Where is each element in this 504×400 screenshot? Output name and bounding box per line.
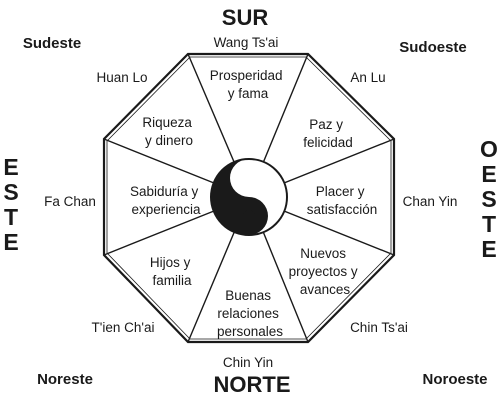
direction-south: SUR bbox=[222, 5, 269, 30]
west-letter: O bbox=[480, 136, 498, 162]
sector-wealth: Riqueza y dinero bbox=[142, 115, 195, 148]
direction-north: NORTE bbox=[214, 372, 291, 397]
direction-southeast: Sudeste bbox=[23, 35, 81, 52]
outer-label-left: Fa Chan bbox=[44, 194, 96, 209]
sector-pleasure: Placer y satisfacción bbox=[307, 184, 378, 217]
east-letter: E bbox=[3, 154, 18, 180]
sector-peace: Paz y felicidad bbox=[303, 117, 353, 150]
direction-east: E S T E bbox=[3, 154, 18, 255]
sector-new-projects: Nuevos proyectos y avances bbox=[289, 246, 362, 297]
direction-southwest: Sudoeste bbox=[399, 39, 467, 56]
outer-label-bottom-right: Chin Ts'ai bbox=[350, 320, 408, 335]
yin-yang-icon bbox=[210, 158, 288, 236]
west-letter: E bbox=[481, 236, 496, 262]
outer-label-right: Chan Yin bbox=[403, 194, 458, 209]
outer-label-bottom: Chin Yin bbox=[223, 355, 273, 370]
bagua-octagon-inner bbox=[106, 56, 392, 340]
outer-label-top-left: Huan Lo bbox=[96, 70, 147, 85]
east-letter: S bbox=[3, 179, 18, 205]
west-letter: S bbox=[481, 186, 496, 212]
sector-children: Hijos y familia bbox=[150, 255, 194, 288]
east-letter: E bbox=[3, 229, 18, 255]
west-letter: T bbox=[482, 211, 496, 237]
outer-label-top: Wang Ts'ai bbox=[214, 35, 279, 50]
outer-label-top-right: An Lu bbox=[350, 70, 385, 85]
sector-prosperity: Prosperidad y fama bbox=[210, 68, 287, 101]
sector-relationships: Buenas relaciones personales bbox=[217, 288, 283, 339]
direction-northeast: Noreste bbox=[37, 371, 93, 388]
sector-wisdom: Sabiduría y experiencia bbox=[130, 184, 202, 217]
west-letter: E bbox=[481, 161, 496, 187]
east-letter: T bbox=[4, 204, 18, 230]
direction-northwest: Noroeste bbox=[422, 371, 487, 388]
outer-label-bottom-left: T'ien Ch'ai bbox=[92, 320, 155, 335]
direction-west: O E S T E bbox=[480, 136, 498, 262]
